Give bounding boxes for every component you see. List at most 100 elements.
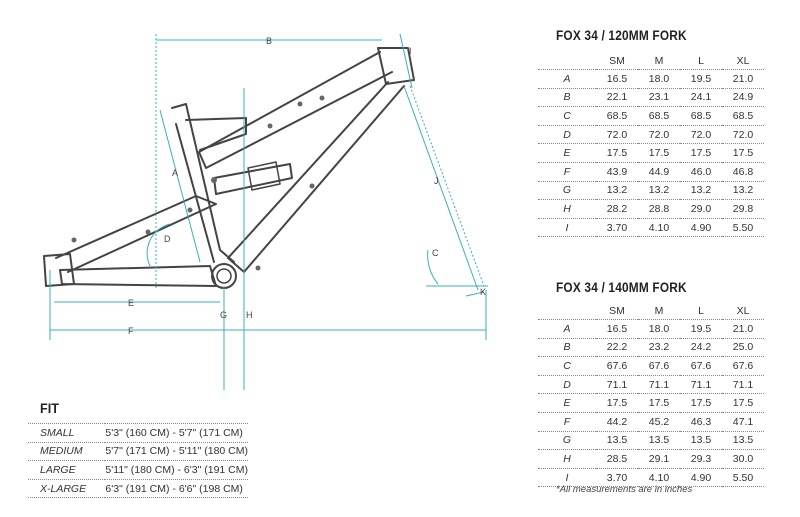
cell: 67.6 [596,356,638,376]
row-label: H [538,449,596,469]
bolt [145,229,151,235]
dim-c-arc [427,249,439,285]
table-corner [538,52,596,70]
cell: 13.2 [722,180,764,200]
cell: 22.2 [596,337,638,357]
cell: 24.9 [722,87,764,107]
rear-dropout [43,253,75,287]
cell: 47.1 [722,411,764,432]
measurement-note: *All measurements are in inches [556,484,693,495]
cell: 13.5 [596,430,638,450]
down-tube [227,81,405,273]
cell: 46.0 [680,161,722,182]
column-header: L [698,304,704,317]
cell: 68.5 [596,106,638,126]
cell: 46.3 [680,411,722,432]
row-label: G [538,430,596,450]
cell: 4.10 [638,467,680,488]
cell: 71.1 [596,374,638,394]
seat-stay [55,195,217,273]
row-label: I [538,467,596,488]
cell: 28.2 [596,199,638,219]
cell: 3.70 [596,467,638,488]
dim-label-h: H [246,310,253,320]
row-label: H [538,199,596,219]
dim-label-g: G [220,310,227,320]
bolt [71,237,77,243]
bottom-bracket [211,263,237,289]
dim-a-line [159,109,201,263]
cell: 4.10 [638,217,680,238]
dimension-lines [49,33,488,390]
cell: 25.0 [722,337,764,357]
cell: 16.5 [596,319,638,339]
cell: 72.0 [638,124,680,144]
cell: 28.8 [638,199,680,219]
column-header: SM [609,54,625,67]
cell: 3.70 [596,217,638,238]
cell: 4.90 [680,217,722,238]
dim-j-line [403,85,479,291]
row-label: B [538,87,596,107]
dim-label-k: K [480,287,486,297]
column-header: XL [736,304,750,317]
cell: 16.5 [596,69,638,89]
cell: 13.5 [680,430,722,450]
cell: 68.5 [722,106,764,126]
dim-label-c: C [432,248,439,258]
bottom-bracket-inner [216,268,232,284]
frame-bolts [71,95,325,271]
column-header: SM [609,304,625,317]
dim-label-d: D [164,234,171,244]
bolt [255,265,261,271]
cell: 68.5 [680,106,722,126]
cell: 67.6 [680,356,722,376]
row-label: C [538,356,596,376]
cell: 72.0 [722,124,764,144]
bolt [319,95,325,101]
cell: 19.5 [680,319,722,339]
frame-drawing [43,47,415,289]
chain-stay [59,265,217,287]
cell: 45.2 [638,411,680,432]
cell: 23.1 [638,87,680,107]
cell: 24.1 [680,87,722,107]
cell: 18.0 [638,69,680,89]
cell: 17.5 [722,143,764,163]
cell: 17.5 [638,393,680,413]
fit-range: 5'7" (171 CM) - 5'11" (180 CM) [105,441,248,461]
cell: 71.1 [680,374,722,394]
bolt [267,123,273,129]
cell: 30.0 [722,449,764,469]
fit-size: X-LARGE [28,478,106,499]
column-header: XL [736,54,750,67]
cell: 17.5 [596,393,638,413]
dim-i-line [399,33,413,89]
row-label: D [538,124,596,144]
row-label: F [538,161,596,182]
shock-body [247,161,281,191]
cell: 17.5 [596,143,638,163]
row-label: C [538,106,596,126]
dim-label-i: I [409,46,412,56]
row-label: I [538,217,596,238]
row-label: E [538,143,596,163]
cell: 22.1 [596,87,638,107]
bolt [309,183,315,189]
